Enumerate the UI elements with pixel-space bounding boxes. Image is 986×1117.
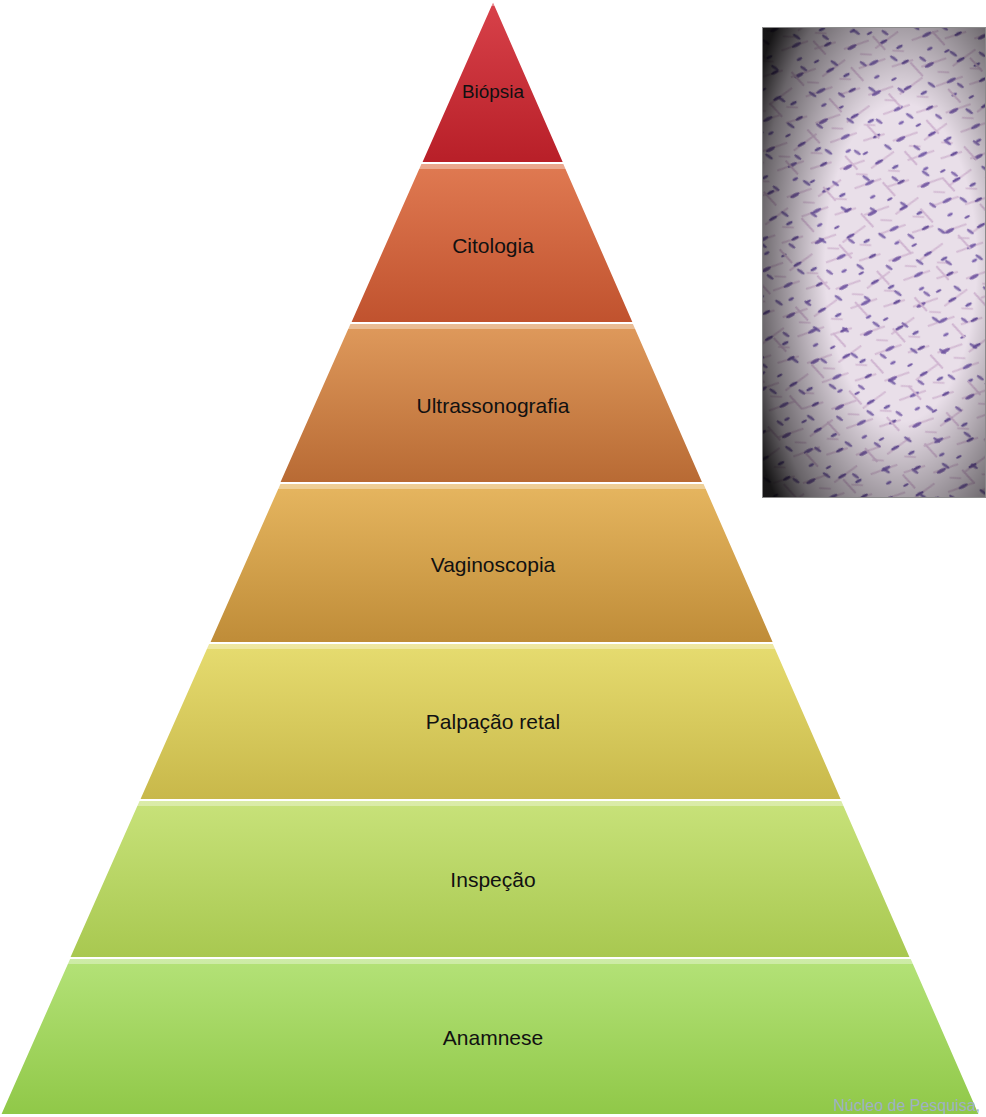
pyramid-band: Ultrassonografia xyxy=(279,323,704,483)
band-highlight xyxy=(67,958,914,964)
band-fill xyxy=(421,0,564,163)
band-fill xyxy=(0,958,980,1115)
band-fill xyxy=(139,643,842,800)
pyramid-band: Citologia xyxy=(350,163,634,323)
band-fill xyxy=(209,483,774,643)
band-fill xyxy=(350,163,634,323)
band-label: Palpação retal xyxy=(426,710,560,734)
band-label: Ultrassonografia xyxy=(417,394,570,418)
band-highlight xyxy=(348,323,637,329)
band-highlight xyxy=(137,800,845,806)
watermark: Núcleo de Pesquisa, xyxy=(833,1097,980,1115)
pyramid-band: Anamnese xyxy=(0,958,980,1115)
pyramid-band: Vaginoscopia xyxy=(209,483,774,643)
band-label: Citologia xyxy=(452,234,534,258)
band-highlight xyxy=(490,0,495,6)
band-label: Vaginoscopia xyxy=(431,553,556,577)
pyramid-band: Inspeção xyxy=(69,800,911,958)
band-highlight xyxy=(277,483,707,489)
histology-photo xyxy=(762,27,986,498)
pyramid-band: Biópsia xyxy=(421,0,564,163)
band-fill xyxy=(69,800,911,958)
band-highlight xyxy=(418,163,567,169)
pyramid-band: Palpação retal xyxy=(139,643,842,800)
band-label: Anamnese xyxy=(443,1026,543,1050)
band-highlight xyxy=(206,643,776,649)
band-label: Biópsia xyxy=(462,81,524,103)
band-fill xyxy=(279,323,704,483)
band-label: Inspeção xyxy=(450,868,535,892)
